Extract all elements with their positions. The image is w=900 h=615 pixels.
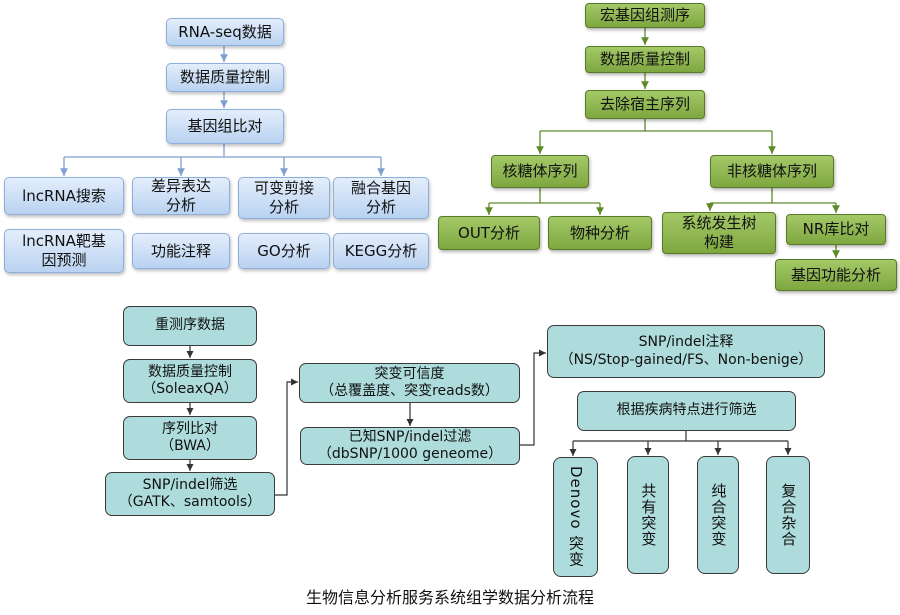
node-label: SNP/indel筛选 （GATK、samtools） — [118, 476, 262, 511]
node-label: 去除宿主序列 — [599, 95, 690, 114]
node-nr: NR库比对 — [786, 214, 886, 245]
node-label: GO分析 — [257, 241, 311, 260]
node-out: OUT分析 — [438, 216, 540, 250]
node-label: 基因功能分析 — [790, 265, 881, 284]
node-label: 根据疾病特点进行筛选 — [616, 402, 757, 419]
node-label: NR库比对 — [802, 220, 870, 239]
node-rrna: 核糖体序列 — [491, 155, 589, 188]
node-lncrna-target: lncRNA靶基 因预测 — [4, 229, 124, 273]
node-label: 共有突变 — [639, 483, 658, 547]
node-rnaseq-data: RNA-seq数据 — [166, 18, 284, 46]
node-meta-qc: 数据质量控制 — [585, 46, 705, 73]
node-kegg: KEGG分析 — [333, 233, 429, 269]
node-label: 核糖体序列 — [502, 162, 578, 181]
node-label: lncRNA搜索 — [22, 186, 106, 205]
arrow-known-to-annotation — [520, 349, 546, 446]
node-denovo: Denovo 突变 — [553, 457, 598, 577]
node-label: 数据质量控制 — [179, 68, 270, 87]
node-label: RNA-seq数据 — [178, 22, 272, 41]
node-label: Denovo 突变 — [566, 466, 585, 568]
node-lncrna-search: lncRNA搜索 — [4, 177, 124, 215]
node-gene-func: 基因功能分析 — [775, 259, 897, 291]
node-label: 融合基因 分析 — [350, 179, 411, 216]
node-known-filter: 已知SNP/indel过滤 （dbSNP/1000 geneome） — [300, 427, 520, 465]
node-label: 可变剪接 分析 — [253, 179, 314, 216]
node-label: 已知SNP/indel过滤 （dbSNP/1000 geneome） — [317, 428, 503, 463]
node-reseq-qc: 数据质量控制 （SoleaxQA） — [123, 359, 257, 403]
node-fusion: 融合基因 分析 — [333, 177, 429, 219]
node-go: GO分析 — [238, 233, 330, 269]
node-disease-filter: 根据疾病特点进行筛选 — [577, 391, 796, 431]
node-label: 数据质量控制 — [599, 50, 690, 69]
node-diff-expr: 差异表达 分析 — [132, 177, 230, 215]
node-label: 突变可信度 （总覆盖度、突变reads数） — [320, 365, 499, 400]
node-phylo: 系统发生树 构建 — [662, 212, 776, 254]
arrow-snp-to-confidence — [275, 378, 298, 496]
green-connectors — [485, 28, 840, 258]
node-label: lncRNA靶基 因预测 — [22, 232, 106, 269]
node-species: 物种分析 — [548, 216, 652, 250]
teal-connectors — [186, 346, 792, 496]
node-func-annot: 功能注释 — [132, 233, 230, 269]
node-label: SNP/indel注释 （NS/Stop-gained/FS、Non-benig… — [559, 334, 813, 368]
node-label: 纯合突变 — [709, 483, 728, 547]
node-annotation: SNP/indel注释 （NS/Stop-gained/FS、Non-benig… — [547, 325, 825, 378]
node-mutation-confidence: 突变可信度 （总覆盖度、突变reads数） — [299, 363, 520, 403]
node-label: 数据质量控制 （SoleaxQA） — [142, 363, 238, 398]
node-non-rrna: 非核糖体序列 — [710, 155, 834, 188]
node-metagenome: 宏基因组测序 — [585, 3, 705, 28]
node-label: 重测序数据 — [155, 317, 225, 334]
node-remove-host: 去除宿主序列 — [585, 90, 705, 119]
node-label: 差异表达 分析 — [150, 177, 211, 214]
node-label: OUT分析 — [458, 223, 520, 242]
node-seq-align: 序列比对 （BWA） — [123, 416, 257, 460]
node-rnaseq-qc: 数据质量控制 — [166, 63, 284, 92]
node-label: KEGG分析 — [344, 241, 418, 260]
node-snp-filter: SNP/indel筛选 （GATK、samtools） — [105, 472, 275, 516]
node-label: 系统发生树 构建 — [681, 214, 757, 251]
node-label: 基因组比对 — [187, 117, 263, 136]
node-alt-splice: 可变剪接 分析 — [238, 177, 330, 219]
node-homozygous: 纯合突变 — [697, 456, 739, 574]
node-label: 功能注释 — [150, 241, 211, 260]
node-reseq-data: 重测序数据 — [123, 306, 257, 346]
node-label: 复合杂合 — [779, 483, 798, 547]
node-label: 宏基因组测序 — [599, 6, 690, 25]
node-genome-align: 基因组比对 — [166, 109, 284, 144]
node-label: 序列比对 （BWA） — [160, 420, 220, 455]
node-shared-mutation: 共有突变 — [627, 456, 669, 574]
diagram-caption: 生物信息分析服务系统组学数据分析流程 — [305, 588, 594, 607]
blue-connectors — [60, 46, 385, 176]
node-label: 物种分析 — [569, 223, 630, 242]
node-label: 非核糖体序列 — [726, 162, 817, 181]
node-compound-het: 复合杂合 — [766, 456, 810, 574]
